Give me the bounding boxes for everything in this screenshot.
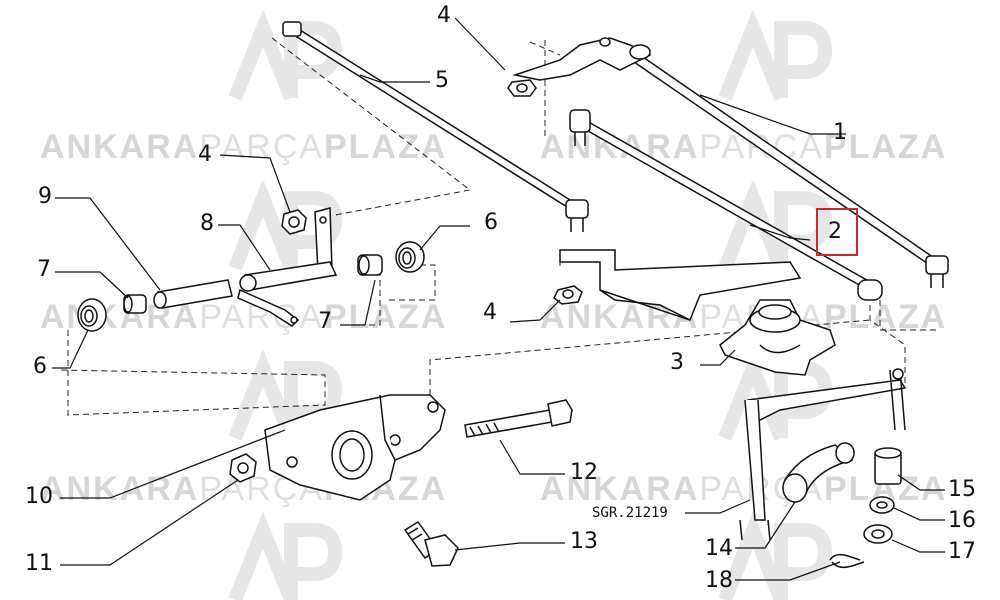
part-label-9: 9 — [38, 184, 52, 209]
part-label-6-right: 6 — [484, 210, 498, 235]
part-label-16: 16 — [948, 508, 976, 533]
part-18-clip — [829, 553, 865, 569]
part-3-boot — [719, 299, 836, 376]
part-label-4-middle: 4 — [483, 300, 497, 325]
part-label-10: 10 — [25, 484, 53, 509]
part-2-rod — [569, 109, 883, 301]
part-4-nut-middle — [553, 285, 583, 305]
part-label-18: 18 — [705, 568, 733, 593]
part-5-rod — [282, 21, 589, 232]
part-14-hose — [782, 442, 855, 503]
part-12-bolt — [464, 399, 573, 438]
part-label-12: 12 — [570, 460, 598, 485]
leader-lines — [52, 17, 945, 581]
part-label-14: 14 — [705, 536, 733, 561]
part-16-washer — [869, 496, 895, 514]
part-label-6-left: 6 — [33, 354, 47, 379]
part-4-nut-left — [281, 209, 307, 235]
part-1-rod — [632, 53, 949, 288]
middle-bracket — [559, 249, 802, 322]
part-11-nut — [229, 453, 257, 483]
part-17-washer — [863, 524, 893, 544]
part-label-8: 8 — [200, 211, 214, 236]
part-8-lever — [237, 207, 338, 327]
top-bracket — [512, 37, 652, 81]
selector-arm — [739, 368, 907, 541]
part-label-2: 2 — [828, 219, 842, 244]
part-label-3: 3 — [670, 350, 684, 375]
part-4-nut-top — [507, 79, 537, 97]
part-6-grommet-right — [395, 241, 425, 273]
drawing-code: SGR.21219 — [592, 505, 668, 521]
part-label-5: 5 — [435, 68, 449, 93]
part-label-7-right: 7 — [318, 309, 332, 334]
part-label-17: 17 — [948, 539, 976, 564]
part-label-4-top: 4 — [437, 3, 451, 28]
watermark-text: ANKARAPARÇAPLAZA — [40, 128, 448, 166]
part-label-4-left: 4 — [198, 142, 212, 167]
part-label-1: 1 — [833, 120, 847, 145]
part-9-pin — [153, 279, 233, 309]
part-13-bolt — [403, 520, 459, 567]
watermark-text: ANKARAPARÇAPLAZA — [540, 298, 948, 336]
part-label-11: 11 — [25, 551, 53, 576]
part-7-bushing-left — [123, 294, 147, 314]
part-7-bushing-right — [357, 254, 383, 276]
part-15-bushing — [874, 447, 902, 485]
highlight-box — [816, 208, 858, 256]
part-label-7-left: 7 — [37, 257, 51, 282]
part-10-mounting-bracket — [264, 394, 446, 501]
part-label-13: 13 — [570, 529, 598, 554]
part-label-15: 15 — [948, 477, 976, 502]
part-6-grommet-left — [77, 298, 107, 332]
